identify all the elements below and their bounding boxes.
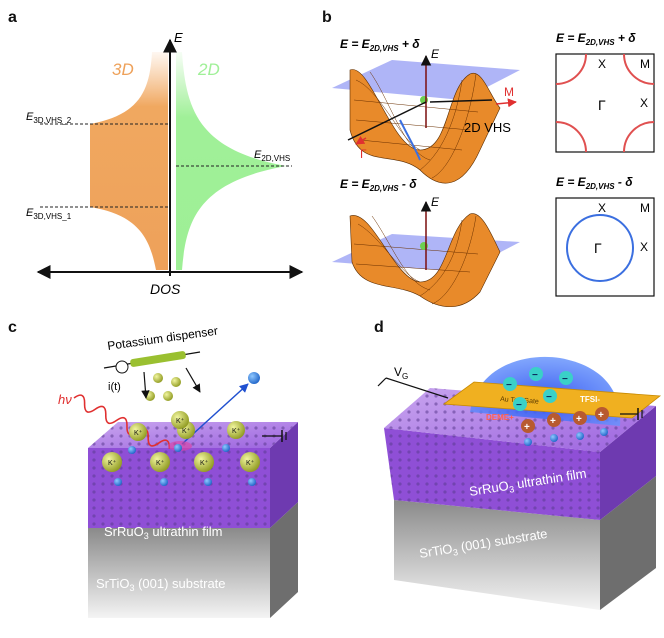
- dispenser-label: Potassium dispenser: [106, 324, 218, 353]
- top-equation: E = E2D,VHS + δ: [340, 37, 420, 53]
- substrate-side-c: [270, 502, 298, 618]
- bz-top: [555, 53, 655, 153]
- e3d-vhs2-label: E3D,VHS_2: [26, 111, 72, 125]
- surface-electrons-d: [524, 428, 608, 446]
- deme-label: DEME+: [486, 413, 514, 422]
- substrate-front-d: [394, 500, 600, 610]
- surface-electrons-c: [114, 444, 256, 486]
- gamma-label-top: Γ: [360, 147, 367, 161]
- film-side-c: [270, 422, 298, 528]
- vg-label: VG: [394, 365, 408, 381]
- panel-c: c SrTiO3 (001) substrate SrRuO3 ultrathi…: [8, 319, 298, 618]
- cation-sign-4: +: [598, 410, 604, 421]
- panel-label-b: b: [322, 9, 332, 26]
- label-3d: 3D: [112, 60, 134, 79]
- panel-d: d SrTiO3 (001) substrate SrRuO3 ultrathi…: [374, 319, 662, 610]
- substrate-front-c: [88, 528, 270, 618]
- cation-sign-2: +: [550, 416, 556, 427]
- k-atom-1: [153, 373, 163, 383]
- panel-label-d: d: [374, 319, 384, 336]
- film-label-c: SrRuO3 ultrathin film: [104, 524, 222, 541]
- tfsi-label: TFSI-: [580, 395, 600, 404]
- gamma-bz-top: Γ: [598, 97, 606, 113]
- dos-3d-region: [90, 52, 168, 270]
- current-label: i(t): [108, 381, 121, 393]
- film-side-d: [600, 406, 656, 520]
- anion-sign-4: −: [546, 392, 552, 403]
- m-label-bz-top: M: [640, 57, 650, 71]
- anion-sign-5: −: [562, 374, 568, 385]
- x-label-top-2: X: [640, 96, 648, 110]
- m-direction-top: [429, 99, 493, 103]
- label-2d: 2D: [197, 60, 220, 79]
- k-atom-2: [171, 377, 181, 387]
- x-label-bottom-2: X: [640, 240, 648, 254]
- deme-cations: [521, 407, 609, 433]
- k-ion-label-4: K⁺: [108, 459, 117, 467]
- k-ion-label-8: K⁺: [176, 417, 185, 425]
- k-ion-layer: [102, 411, 260, 472]
- panel-b: b E = E2D,VHS + δ E Γ M 2D VHS E = E2D,V…: [322, 9, 655, 307]
- photoelectron: [248, 372, 260, 384]
- fermi-contour-bottom: [566, 214, 634, 282]
- photon-label: hν: [58, 392, 72, 407]
- fermi-contours-top: [555, 53, 655, 153]
- cation-sign-3: +: [576, 414, 582, 425]
- k-ion-label-5: K⁺: [156, 459, 165, 467]
- bottom-fs-equation: E = E2D,VHS - δ: [556, 175, 633, 191]
- substrate-label-c: SrTiO3 (001) substrate: [96, 576, 226, 593]
- axis-dos-label: DOS: [150, 281, 181, 297]
- photon-wave: [73, 394, 171, 449]
- panel-label-a: a: [8, 9, 17, 26]
- cation-sign-1: +: [524, 422, 530, 433]
- x-label-bottom-1: X: [598, 201, 606, 215]
- axis-e-label: E: [174, 30, 183, 45]
- ammeter-icon: [115, 360, 129, 374]
- axis-e-top: E: [431, 47, 440, 61]
- tfsi-anions: [503, 367, 573, 411]
- anion-sign-3: −: [516, 400, 522, 411]
- substrate-side-d: [600, 476, 656, 610]
- m-label-bz-bottom: M: [640, 201, 650, 215]
- top-fs-equation: E = E2D,VHS + δ: [556, 31, 636, 47]
- panel-label-c: c: [8, 319, 17, 336]
- vg-wire: [385, 377, 449, 399]
- k-atom-3: [145, 391, 155, 401]
- vhs-label: 2D VHS: [464, 120, 511, 135]
- bottom-equation: E = E2D,VHS - δ: [340, 177, 417, 193]
- k-ion-label-6: K⁺: [200, 459, 209, 467]
- x-label-top-1: X: [598, 57, 606, 71]
- axis-e-bottom: E: [431, 195, 440, 209]
- anion-sign-2: −: [532, 370, 538, 381]
- e2d-vhs-label: E2D,VHS: [254, 149, 290, 163]
- k-ion-label-2: K⁺: [182, 427, 191, 435]
- k-ion-label-7: K⁺: [246, 459, 255, 467]
- e3d-vhs1-label: E3D,VHS_1: [26, 207, 72, 221]
- gamma-bz-bottom: Γ: [594, 240, 602, 256]
- gamma-direction-top: [347, 101, 427, 141]
- m-label-top: M: [504, 85, 514, 99]
- bz-bottom: [555, 197, 655, 297]
- k-ion-label-3: K⁺: [232, 427, 241, 435]
- dos-2d-region: [176, 52, 286, 270]
- k-ion-label-1: K⁺: [134, 429, 143, 437]
- potassium-dispenser: [130, 351, 186, 367]
- k-atom-4: [163, 391, 173, 401]
- panel-a: a E 3D 2D E3D,VHS_2 E3D,VHS_1 E2D,VHS DO…: [8, 9, 304, 297]
- anion-sign-1: −: [506, 380, 512, 391]
